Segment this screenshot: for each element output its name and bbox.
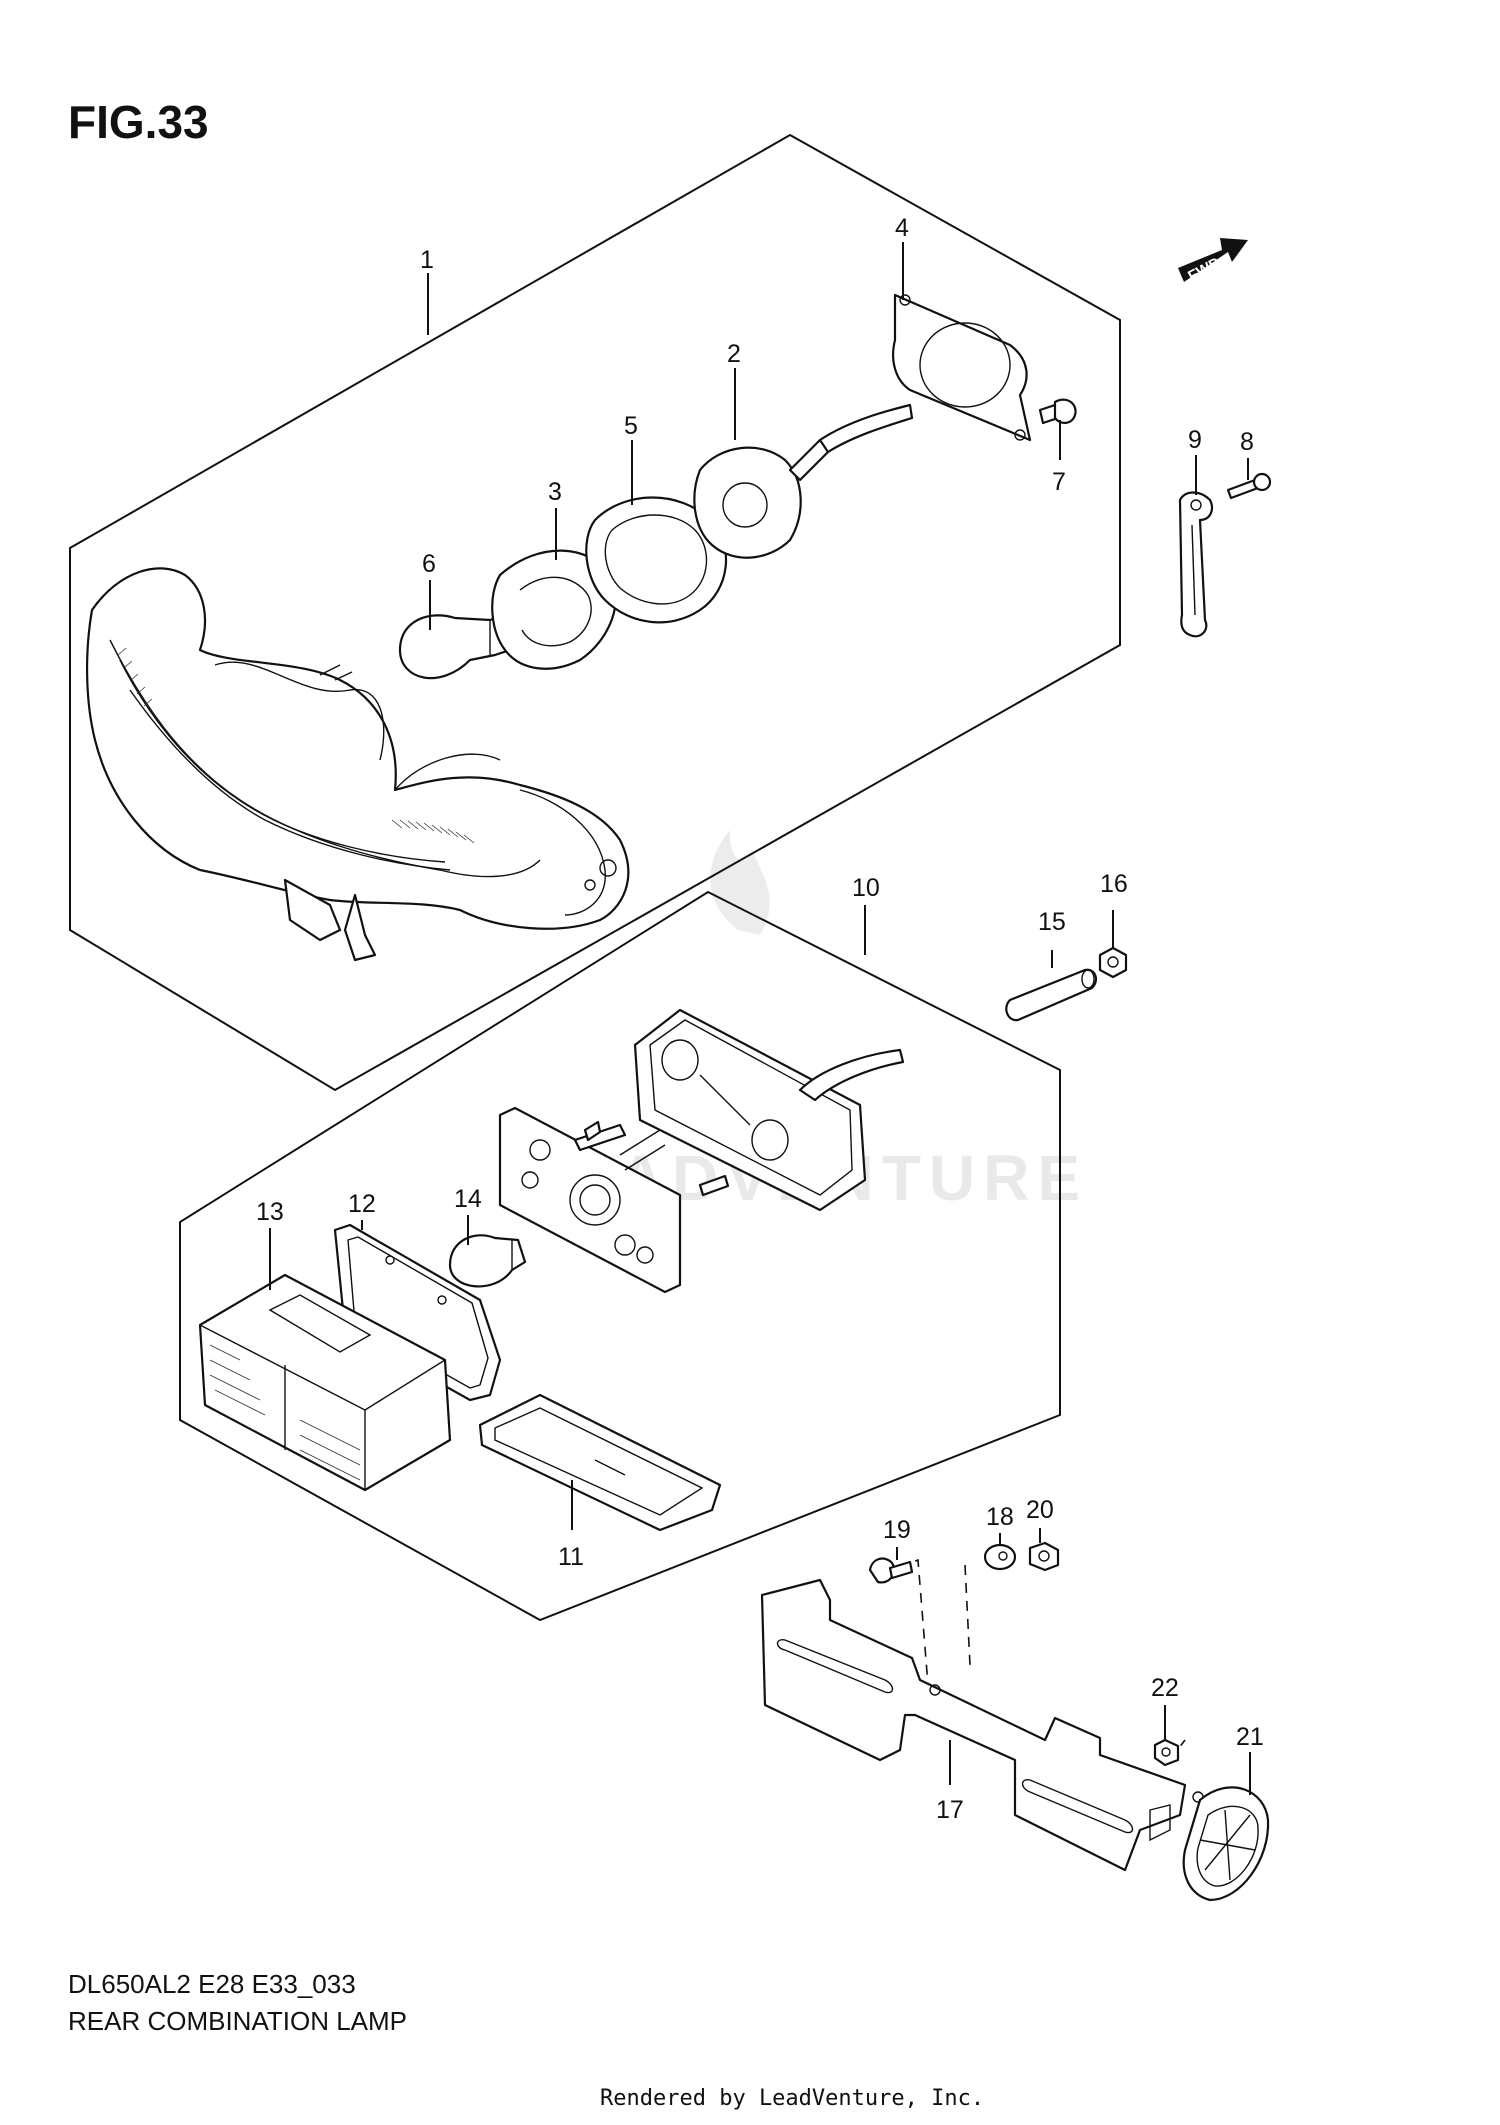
callout-20: 20 [1026, 1496, 1054, 1524]
pin-15 [1005, 968, 1098, 1022]
lamp-base-plate [498, 1106, 730, 1294]
callout-3: 3 [548, 478, 562, 506]
assembly-name: REAR COMBINATION LAMP [68, 2006, 407, 2036]
callout-21: 21 [1236, 1723, 1264, 1751]
model-code: DL650AL2 E28 E33_033 [68, 1969, 356, 1999]
callout-15: 15 [1038, 908, 1066, 936]
bulb-14 [448, 1234, 527, 1288]
callout-11: 11 [558, 1543, 584, 1571]
bracket-17 [760, 1578, 1204, 1872]
callout-8: 8 [1240, 428, 1254, 456]
ring-5 [585, 496, 728, 624]
screw-19 [868, 1557, 914, 1584]
callout-17: 17 [936, 1796, 964, 1824]
callout-2: 2 [727, 340, 741, 368]
callout-13: 13 [256, 1198, 284, 1226]
assembly-1-frame [69, 133, 1121, 1092]
callout-7: 7 [1052, 468, 1066, 496]
bracket-dash-line-19 [881, 1558, 931, 1711]
lens-13 [198, 1273, 452, 1492]
nut-22 [1153, 1738, 1180, 1767]
gasket-4 [892, 293, 1032, 442]
tail-lamp-housing [86, 567, 630, 962]
fwd-arrow-icon: FWD [1178, 238, 1248, 285]
callout-16: 16 [1100, 870, 1128, 898]
callout-1: 1 [420, 246, 434, 274]
callout-18: 18 [986, 1503, 1014, 1531]
figure-title: FIG.33 [68, 96, 209, 148]
socket-2 [693, 403, 914, 559]
nut-20 [1028, 1541, 1060, 1572]
callout-6: 6 [422, 550, 436, 578]
bracket-dash-line-18 [964, 1564, 971, 1666]
washer-18 [983, 1543, 1017, 1571]
callout-14: 14 [454, 1185, 482, 1213]
nut-16 [1098, 946, 1128, 979]
screw-7 [1038, 398, 1077, 425]
callout-12: 12 [348, 1190, 376, 1218]
lens-11 [478, 1393, 722, 1532]
screw-8 [1226, 472, 1272, 500]
strap-9 [1178, 491, 1214, 638]
callout-22: 22 [1151, 1674, 1179, 1702]
callout-4: 4 [895, 214, 909, 242]
callouts: 1 2 3 4 5 6 7 8 9 10 11 12 13 14 15 16 1… [256, 214, 1264, 1824]
callout-10: 10 [852, 874, 880, 902]
reflector-21 [1182, 1786, 1270, 1902]
license-lamp-housing [633, 1008, 905, 1212]
callout-19: 19 [883, 1516, 911, 1544]
assembly-10-frame [179, 890, 1061, 1622]
callout-5: 5 [624, 412, 638, 440]
leader-lines [269, 242, 1251, 1795]
socket-plate-3 [491, 549, 617, 670]
callout-9: 9 [1188, 426, 1202, 454]
render-credit: Rendered by LeadVenture, Inc. [600, 2086, 984, 2111]
